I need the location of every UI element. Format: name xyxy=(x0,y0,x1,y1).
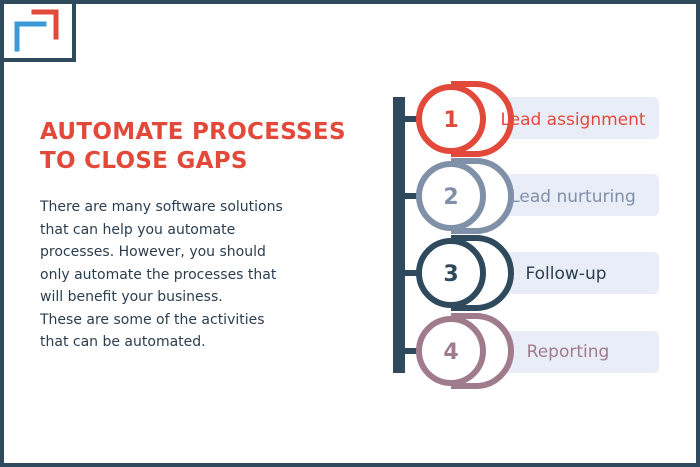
title-line-2: TO CLOSE GAPS xyxy=(40,148,248,174)
step-1: 1 Lead assignment xyxy=(404,81,659,157)
timeline-bar xyxy=(393,97,405,373)
step-pill xyxy=(476,331,659,373)
step-3: 3 Follow-up xyxy=(404,235,659,311)
step-number: 2 xyxy=(443,185,458,210)
corner-bracket-logo-icon xyxy=(14,9,59,52)
description-line: These are some of the activities xyxy=(40,311,265,328)
description-line: that can be automated. xyxy=(40,334,206,350)
connector xyxy=(404,116,418,122)
connector xyxy=(404,348,418,354)
description: There are many software solutions that c… xyxy=(40,196,310,354)
connector xyxy=(404,270,418,276)
step-number: 1 xyxy=(443,108,458,133)
step-label: Lead assignment xyxy=(500,110,645,130)
description-line: only automate the processes that xyxy=(40,266,277,283)
logo-box xyxy=(0,0,76,62)
description-line: that can help you automate xyxy=(40,221,236,238)
step-circle xyxy=(416,161,486,231)
connector xyxy=(404,193,418,199)
description-line: There are many software solutions xyxy=(40,199,283,215)
step-2: 2 Lead nurturing xyxy=(404,158,659,234)
step-circle xyxy=(416,238,486,308)
step-label: Reporting xyxy=(527,342,610,362)
step-pill xyxy=(476,97,659,139)
step-pill xyxy=(476,174,659,216)
step-label: Lead nurturing xyxy=(510,187,636,207)
title-line-1: AUTOMATE PROCESSES xyxy=(40,119,346,145)
step-label: Follow-up xyxy=(525,264,606,284)
step-pill xyxy=(476,252,659,294)
step-number: 4 xyxy=(443,340,458,365)
step-4: 4 Reporting xyxy=(404,313,659,389)
page-title: AUTOMATE PROCESSES TO CLOSE GAPS xyxy=(40,118,380,176)
description-line: processes. However, you should xyxy=(40,244,266,260)
step-circle xyxy=(416,316,486,386)
step-number: 3 xyxy=(443,262,458,287)
description-line: will benefit your business. xyxy=(40,289,223,305)
step-circle xyxy=(416,84,486,154)
